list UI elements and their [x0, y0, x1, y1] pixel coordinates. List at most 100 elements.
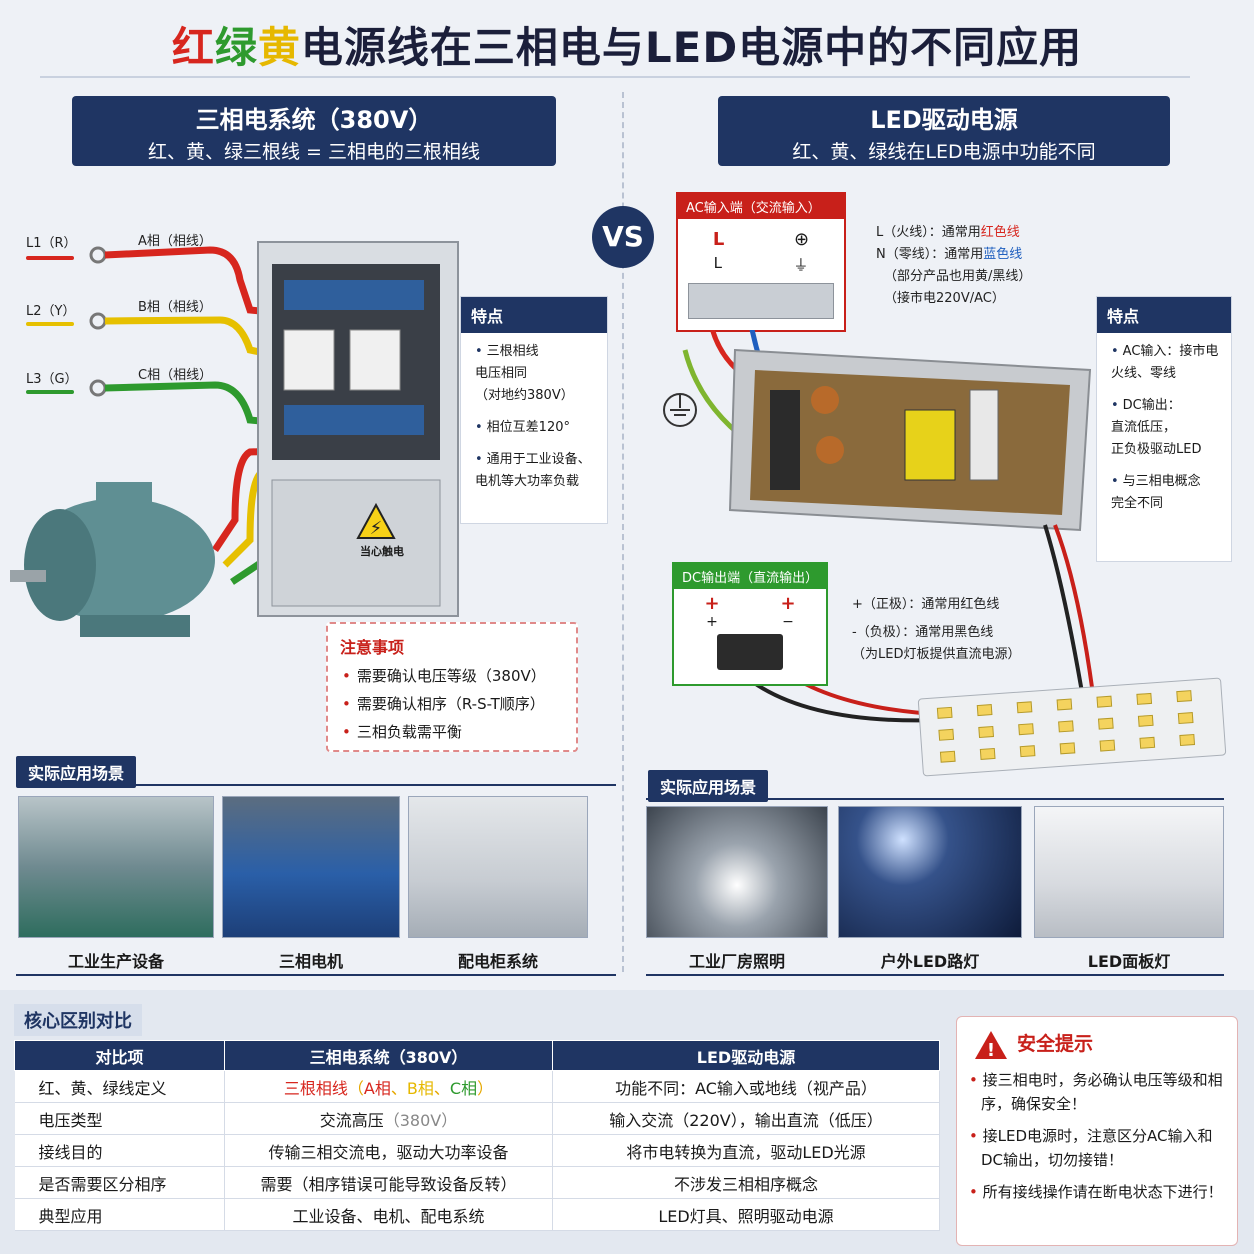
dc-output-title: DC输出端（直流输出）	[674, 564, 826, 589]
table-cell: 输入交流（220V），输出直流（低压）	[552, 1102, 940, 1135]
wire-l3-label: L3（G）	[26, 372, 78, 387]
wire-l3-sample	[26, 390, 74, 394]
left-feature-item: 三根相线 电压相同 （对地约380V）	[475, 341, 599, 407]
left-header-subtitle: 红、黄、绿三根线 = 三相电的三根相线	[148, 141, 480, 163]
dc-output-box: DC输出端（直流输出） + + + −	[672, 562, 828, 686]
electric-motor-icon	[10, 482, 215, 637]
table-row: 是否需要区分相序 需要（相序错误可能导致设备反转） 不涉发三相相序概念	[14, 1166, 940, 1199]
right-scene-rule	[646, 798, 1224, 800]
cabinet-warning-label: 当心触电	[360, 545, 404, 558]
terminal-ring-icon	[89, 246, 107, 264]
ac-note-highlight: 红色线	[980, 225, 1020, 240]
cell-part: C相	[449, 1078, 478, 1098]
dc-terminal-plus: +	[704, 593, 720, 614]
title-rest: 电源线在三相电与LED电源中的不同应用	[300, 23, 1083, 72]
right-features-panel: 特点 AC输入：接市电 火线、零线 DC输出： 直流低压， 正负极驱动LED 与…	[1096, 296, 1232, 562]
table-row: 电压类型 交流高压（380V） 输入交流（220V），输出直流（低压）	[14, 1102, 940, 1135]
factory-photo-icon	[18, 796, 214, 938]
table-cell: 三根相线（A相、B相、C相）	[224, 1070, 553, 1103]
safety-item: 接LED电源时，注意区分AC输入和DC输出，切勿接错！	[957, 1122, 1237, 1178]
ac-note-highlight: 蓝色线	[983, 247, 1023, 262]
scene-caption: LED面板灯	[1087, 952, 1171, 971]
motors-photo-icon	[222, 796, 400, 938]
ac-note-text: （部分产品也用黄/黑线）	[884, 269, 1032, 284]
ac-terminal-sub: L	[713, 254, 723, 272]
table-cell: 不涉发三相相序概念	[552, 1166, 940, 1199]
right-features-title: 特点	[1097, 297, 1231, 333]
dc-note: （为LED灯板提供直流电源）	[852, 647, 1021, 662]
cell-part: （	[347, 1078, 364, 1098]
phase-a-label: A相（相线）	[138, 234, 212, 249]
table-cell: 红、黄、绿线定义	[14, 1070, 225, 1103]
dc-notes: +（正极）：通常用红色线 -（负极）：通常用黑色线 （为LED灯板提供直流电源）	[852, 594, 1020, 666]
table-cell: 交流高压（380V）	[224, 1102, 553, 1135]
compare-header: LED驱动电源	[552, 1040, 940, 1071]
left-header-title: 三相电系统（380V）	[195, 106, 433, 134]
factory-light-photo-icon	[646, 806, 828, 938]
ac-note-text: L（火线）：通常用	[876, 225, 981, 240]
cell-part: 交流高压	[319, 1110, 384, 1130]
right-scene-tag: 实际应用场景	[648, 770, 769, 802]
table-cell: 是否需要区分相序	[14, 1166, 225, 1199]
table-cell: 功能不同：AC输入或地线（视产品）	[552, 1070, 940, 1103]
vs-badge: VS	[592, 206, 654, 268]
dc-note: -（负极）：通常用黑色线	[852, 625, 994, 640]
scene-caption: 工业厂房照明	[688, 952, 785, 971]
led-driver-diagram	[663, 330, 1097, 723]
table-cell: 传输三相交流电，驱动大功率设备	[224, 1134, 553, 1167]
ac-terminal-n: ⊕	[794, 229, 810, 250]
dc-terminal-sub: +	[706, 614, 718, 630]
title-red: 红	[171, 23, 215, 72]
left-notice-box: 注意事项 需要确认电压等级（380V） 需要确认相序（R-S-T顺序） 三相负载…	[326, 622, 578, 752]
cell-part: A相	[363, 1078, 391, 1098]
cell-part: 三根相线	[283, 1078, 348, 1098]
ac-note-text: （接市电220V/AC）	[884, 291, 1005, 306]
cell-part: 、	[433, 1078, 450, 1098]
ac-terminal-l: L	[712, 229, 725, 250]
wire-l2-sample	[26, 322, 74, 326]
left-scene-tag: 实际应用场景	[16, 756, 137, 788]
left-features-panel: 特点 三根相线 电压相同 （对地约380V） 相位互差120° 通用于工业设备、…	[460, 296, 608, 524]
scene-caption: 三相电机	[278, 952, 343, 971]
center-divider	[622, 92, 624, 972]
right-feature-item: AC输入：接市电 火线、零线	[1111, 341, 1223, 385]
terminal-ring-icon	[89, 312, 107, 330]
table-row: 接线目的 传输三相交流电，驱动大功率设备 将市电转换为直流，驱动LED光源	[14, 1134, 940, 1167]
compare-tag: 核心区别对比	[14, 1004, 142, 1036]
ac-terminal-block-icon	[688, 283, 834, 319]
table-row: 典型应用 工业设备、电机、配电系统 LED灯具、照明驱动电源	[14, 1198, 940, 1231]
led-chips-icon	[936, 690, 1196, 763]
table-cell: 电压类型	[14, 1102, 225, 1135]
scene-caption: 工业生产设备	[67, 952, 164, 971]
scene-caption: 户外LED路灯	[880, 952, 980, 971]
notice-item: 需要确认电压等级（380V）	[328, 662, 576, 690]
notice-item: 三相负载需平衡	[328, 718, 576, 746]
cell-part: B相	[406, 1078, 434, 1098]
scene-caption: 配电柜系统	[457, 952, 538, 971]
svg-text:⚡: ⚡	[370, 518, 383, 539]
right-header: LED驱动电源 红、黄、绿线在LED电源中功能不同	[718, 96, 1170, 166]
dc-terminal-sub: −	[782, 614, 794, 630]
right-feature-item: 与三相电概念 完全不同	[1111, 471, 1223, 515]
left-header: 三相电系统（380V） 红、黄、绿三根线 = 三相电的三根相线	[72, 96, 556, 166]
notice-title: 注意事项	[340, 638, 405, 657]
safety-box: ! 安全提示 接三相电时，务必确认电压等级和相序，确保安全！ 接LED电源时，注…	[956, 1016, 1238, 1246]
wire-l1-sample	[26, 256, 74, 260]
page-title: 红绿黄电源线在三相电与LED电源中的不同应用	[0, 14, 1254, 75]
right-scene-bottom-rule	[646, 974, 1224, 976]
left-feature-item: 相位互差120°	[475, 417, 599, 439]
phase-c-label: C相（相线）	[138, 368, 213, 383]
terminal-ring-icon	[89, 379, 107, 397]
title-green: 绿	[214, 23, 258, 72]
ac-input-box: AC输入端（交流输入） L ⊕ L ⏚	[676, 192, 846, 332]
left-scene-rule	[16, 784, 616, 786]
compare-header: 对比项	[14, 1040, 225, 1071]
three-phase-diagram: ⚡	[10, 241, 459, 637]
svg-text:!: !	[987, 1040, 995, 1061]
left-feature-item: 通用于工业设备、 电机等大功率负载	[475, 449, 599, 493]
led-strip-board-icon	[917, 677, 1227, 777]
title-yellow: 黄	[257, 23, 301, 72]
panel-light-photo-icon	[1034, 806, 1224, 938]
warning-triangle-icon: !	[975, 1031, 1007, 1061]
ac-input-title: AC输入端（交流输入）	[678, 194, 844, 219]
